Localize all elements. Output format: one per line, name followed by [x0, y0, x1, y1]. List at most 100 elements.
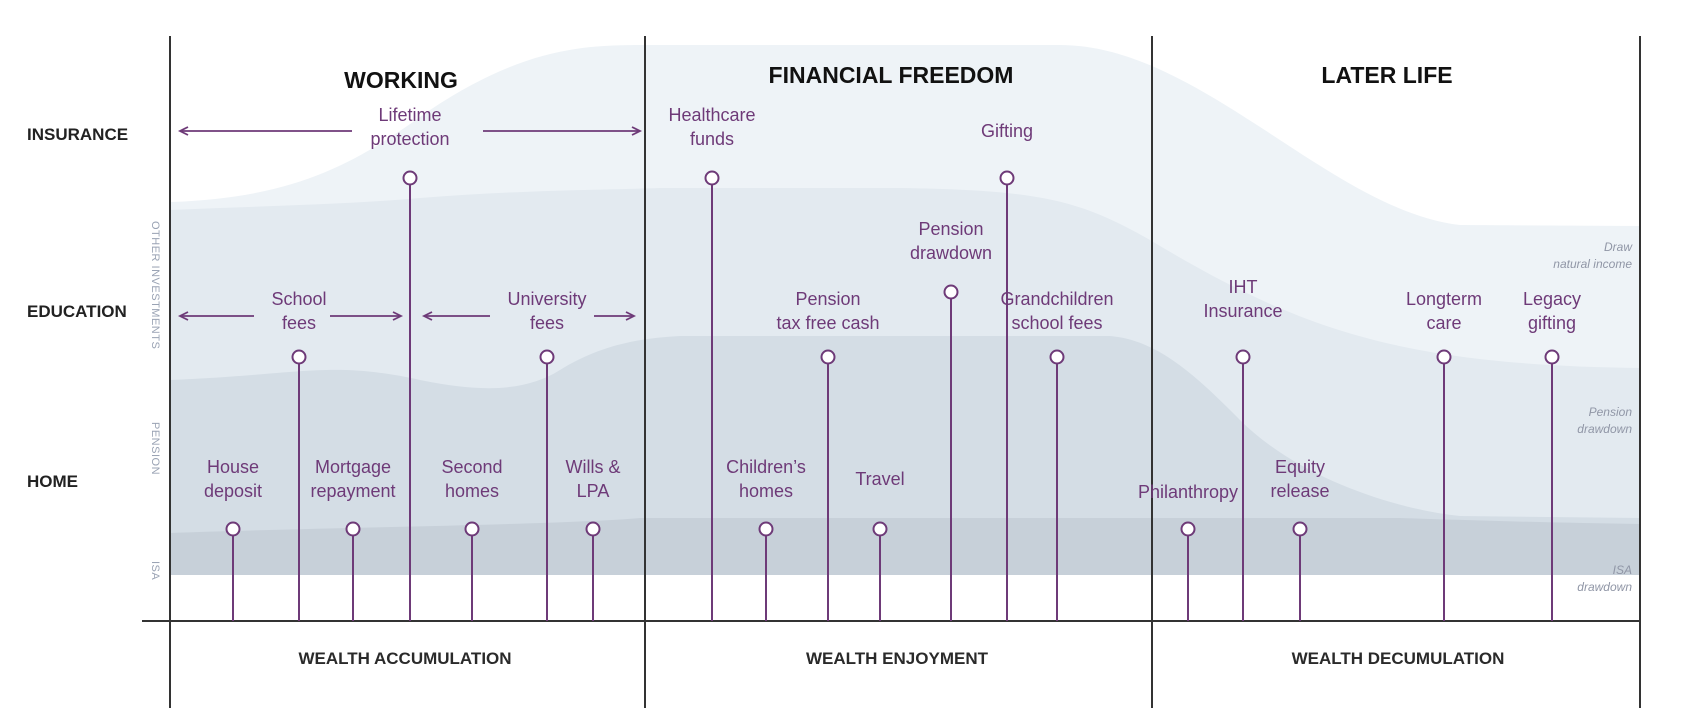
- event-label-line: School: [271, 289, 326, 309]
- event-label-line: repayment: [310, 481, 395, 501]
- event-equity-release: Equity release: [1270, 457, 1330, 621]
- arrow-head-left: [421, 311, 433, 321]
- event-iht-insurance: IHT Insurance: [1203, 277, 1283, 621]
- event-grandchildren-school-fees: Grandchildren school fees: [1000, 289, 1114, 621]
- event-label-line: IHT: [1229, 277, 1258, 297]
- band-label-pension: PENSION: [149, 422, 161, 475]
- event-school-fees: School fees: [271, 289, 327, 621]
- arrow-head-left: [177, 126, 189, 136]
- event-label-line: funds: [690, 129, 734, 149]
- event-label-line: Insurance: [1203, 301, 1282, 321]
- event-label-line: tax free cash: [776, 313, 879, 333]
- event-second-homes: Second homes: [441, 457, 503, 621]
- event-pension-tax-free-cash: Pension tax free cash: [776, 289, 880, 621]
- event-label-line: Philanthropy: [1138, 482, 1238, 502]
- event-gifting: Gifting: [981, 121, 1033, 621]
- arrow-head-right: [392, 311, 404, 321]
- event-pin-marker: [999, 170, 1015, 186]
- event-label-line: Pension: [795, 289, 860, 309]
- event-healthcare-funds: Healthcare funds: [668, 105, 756, 621]
- band-label-isa-drawdown: ISA: [1613, 563, 1632, 577]
- event-label-line: House: [207, 457, 259, 477]
- event-pin-marker: [402, 170, 418, 186]
- event-pin-marker: [1436, 349, 1452, 365]
- event-label-line: Travel: [855, 469, 904, 489]
- frame-rules: [142, 36, 1641, 708]
- event-label-line: Second: [441, 457, 502, 477]
- event-pin-marker: [943, 284, 959, 300]
- event-pin-marker: [539, 349, 555, 365]
- event-label-line: Mortgage: [315, 457, 391, 477]
- event-label-line: Longterm: [1406, 289, 1482, 309]
- event-label-line: Healthcare: [668, 105, 755, 125]
- event-label-line: fees: [282, 313, 316, 333]
- event-pin-marker: [1544, 349, 1560, 365]
- band-label-draw-natural-income: natural income: [1553, 257, 1632, 271]
- event-pin-marker: [820, 349, 836, 365]
- event-label-line: Children’s: [726, 457, 806, 477]
- event-lifetime-protection: Lifetime protection: [370, 105, 450, 621]
- events-layer: Lifetime protection Healthcare funds Gifting…: [204, 105, 1581, 621]
- event-label-line: drawdown: [910, 243, 992, 263]
- event-pin-marker: [464, 521, 480, 537]
- band-isa: [170, 518, 1640, 575]
- event-travel: Travel: [855, 469, 905, 621]
- arrow-head-right: [631, 126, 643, 136]
- row-education: EDUCATION: [27, 302, 127, 321]
- event-label-line: deposit: [204, 481, 262, 501]
- arrow-head-left: [177, 311, 189, 321]
- event-label-line: Grandchildren: [1000, 289, 1113, 309]
- event-label-line: Pension: [918, 219, 983, 239]
- event-label-line: release: [1270, 481, 1329, 501]
- band-label-other-investments: OTHER INVESTMENTS: [149, 221, 161, 349]
- arrow-head-right: [625, 311, 637, 321]
- event-label-line: Legacy: [1523, 289, 1581, 309]
- background-bands: [170, 45, 1640, 575]
- event-philanthropy: Philanthropy: [1138, 482, 1238, 621]
- event-label-line: LPA: [577, 481, 610, 501]
- event-pin-marker: [1235, 349, 1251, 365]
- event-pin-marker: [1180, 521, 1196, 537]
- event-house-deposit: House deposit: [204, 457, 262, 621]
- band-label-pension-drawdown: drawdown: [1577, 422, 1632, 436]
- event-label-line: gifting: [1528, 313, 1576, 333]
- event-pin-marker: [872, 521, 888, 537]
- event-university-fees: University fees: [507, 289, 587, 621]
- band-label-isa-drawdown: drawdown: [1577, 580, 1632, 594]
- event-label-line: homes: [739, 481, 793, 501]
- phase-financial-freedom: FINANCIAL FREEDOM: [769, 62, 1014, 88]
- event-pin-marker: [1049, 349, 1065, 365]
- event-pin-marker: [585, 521, 601, 537]
- event-pin-marker: [1292, 521, 1308, 537]
- row-insurance: INSURANCE: [27, 125, 128, 144]
- band-pension: [170, 336, 1640, 575]
- event-label-line: fees: [530, 313, 564, 333]
- event-pin-marker: [345, 521, 361, 537]
- event-wills-lpa: Wills & LPA: [566, 457, 621, 621]
- event-label-line: homes: [445, 481, 499, 501]
- event-pin-marker: [291, 349, 307, 365]
- band-label-draw-natural-income: Draw: [1604, 240, 1633, 254]
- event-pin-marker: [704, 170, 720, 186]
- event-label-line: school fees: [1011, 313, 1102, 333]
- event-label-line: Lifetime: [378, 105, 441, 125]
- phase-later-life: LATER LIFE: [1321, 62, 1452, 88]
- event-pin-marker: [225, 521, 241, 537]
- row-home: HOME: [27, 472, 78, 491]
- footer-wealth-decumulation: WEALTH DECUMULATION: [1292, 649, 1505, 668]
- event-label-line: protection: [370, 129, 449, 149]
- event-label-line: Equity: [1275, 457, 1325, 477]
- event-pension-drawdown: Pension drawdown: [910, 219, 992, 621]
- band-label-isa: ISA: [149, 561, 161, 580]
- event-label-line: Wills &: [566, 457, 621, 477]
- band-label-pension-drawdown: Pension: [1589, 405, 1633, 419]
- event-label-line: Gifting: [981, 121, 1033, 141]
- event-childrens-homes: Children’s homes: [726, 457, 806, 621]
- event-mortgage-repayment: Mortgage repayment: [310, 457, 396, 621]
- event-pin-marker: [758, 521, 774, 537]
- footer-wealth-enjoyment: WEALTH ENJOYMENT: [806, 649, 989, 668]
- event-label-line: University: [507, 289, 586, 309]
